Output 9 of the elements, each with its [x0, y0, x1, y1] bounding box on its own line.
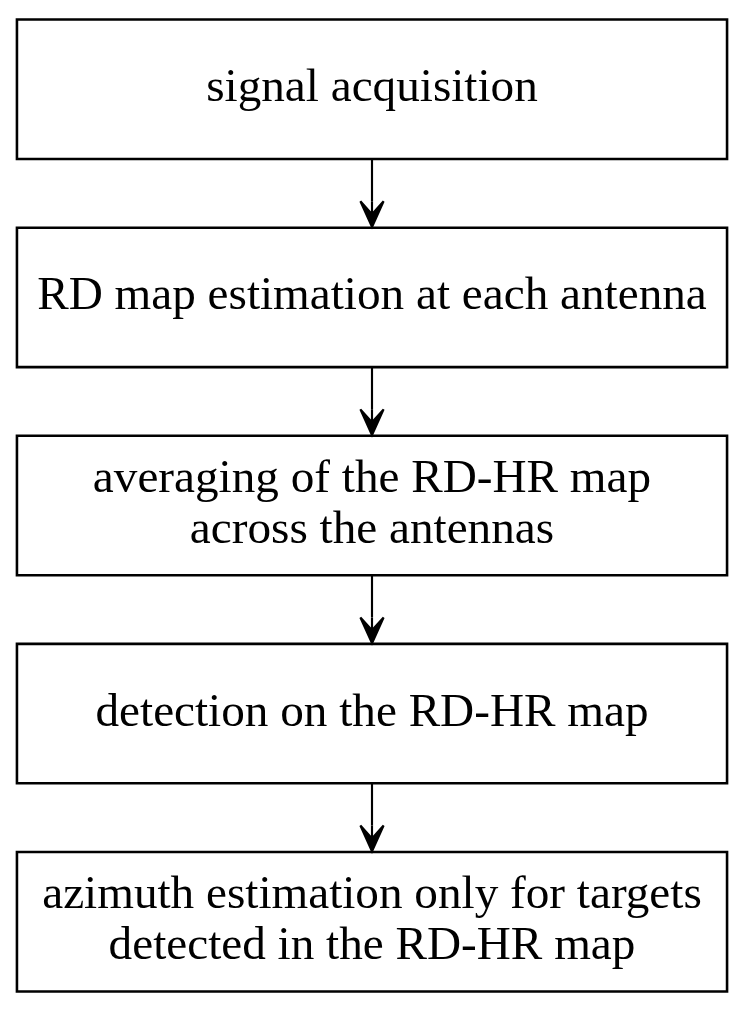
node-box: detection on the RD-HR map — [15, 642, 729, 785]
node-box: signal acquisition — [15, 17, 729, 160]
arrow — [359, 575, 385, 644]
arrow — [359, 783, 385, 852]
arrow — [359, 366, 385, 436]
node-box: RD map estimation at each antenna — [15, 225, 729, 368]
node-box: averaging of the RD-HR map across the antennas — [15, 434, 729, 576]
node-box: azimuth estimation only for targets detected in the RD-HR map — [15, 850, 729, 993]
arrow — [359, 158, 385, 228]
